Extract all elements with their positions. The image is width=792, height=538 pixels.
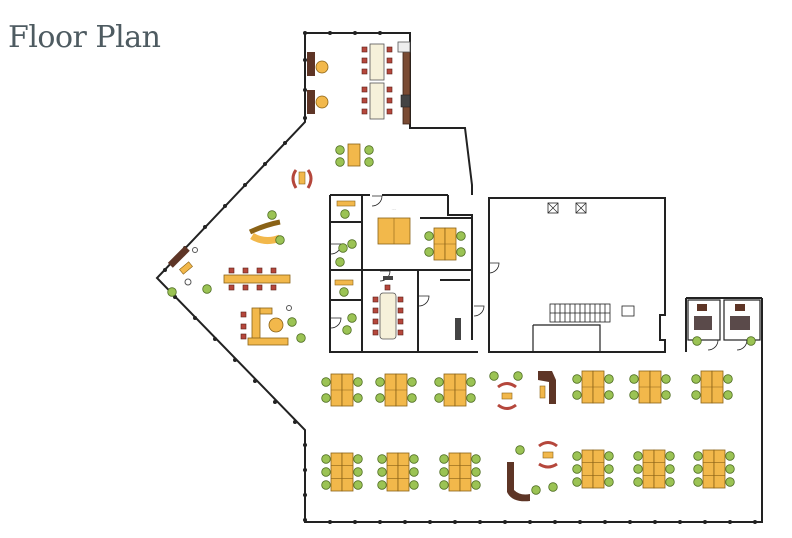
conference-room: ·····: [377, 207, 411, 245]
desk-cluster-row-2: [322, 450, 735, 491]
right-offices: [687, 299, 761, 351]
bench-desks: [223, 267, 291, 291]
stair-icon: [549, 303, 611, 323]
page-title: Floor Plan: [8, 20, 161, 55]
core-room: [488, 197, 666, 353]
break-area: [307, 41, 411, 125]
door-swing-icon: [330, 195, 500, 329]
storage-room: [455, 318, 461, 340]
boardroom: [372, 276, 404, 340]
office-small-1: [334, 200, 357, 335]
lounge-sofa-icon: [507, 441, 558, 502]
interior-walls: [329, 194, 478, 353]
reception-desk: [248, 210, 285, 245]
lounge-sofa-icon: [489, 371, 556, 410]
desk-cluster-icon: [425, 228, 466, 260]
svg-text:·····: ·····: [392, 207, 397, 211]
exterior-wall: [155, 32, 763, 523]
small-meeting-table: [335, 143, 374, 167]
lounge-sofa-icon: [167, 245, 212, 297]
desk-cluster-row-1: [322, 371, 733, 406]
column-icons: [163, 31, 757, 524]
l-desk-group: [240, 305, 306, 346]
lounge-sofa-icon: [291, 169, 313, 189]
